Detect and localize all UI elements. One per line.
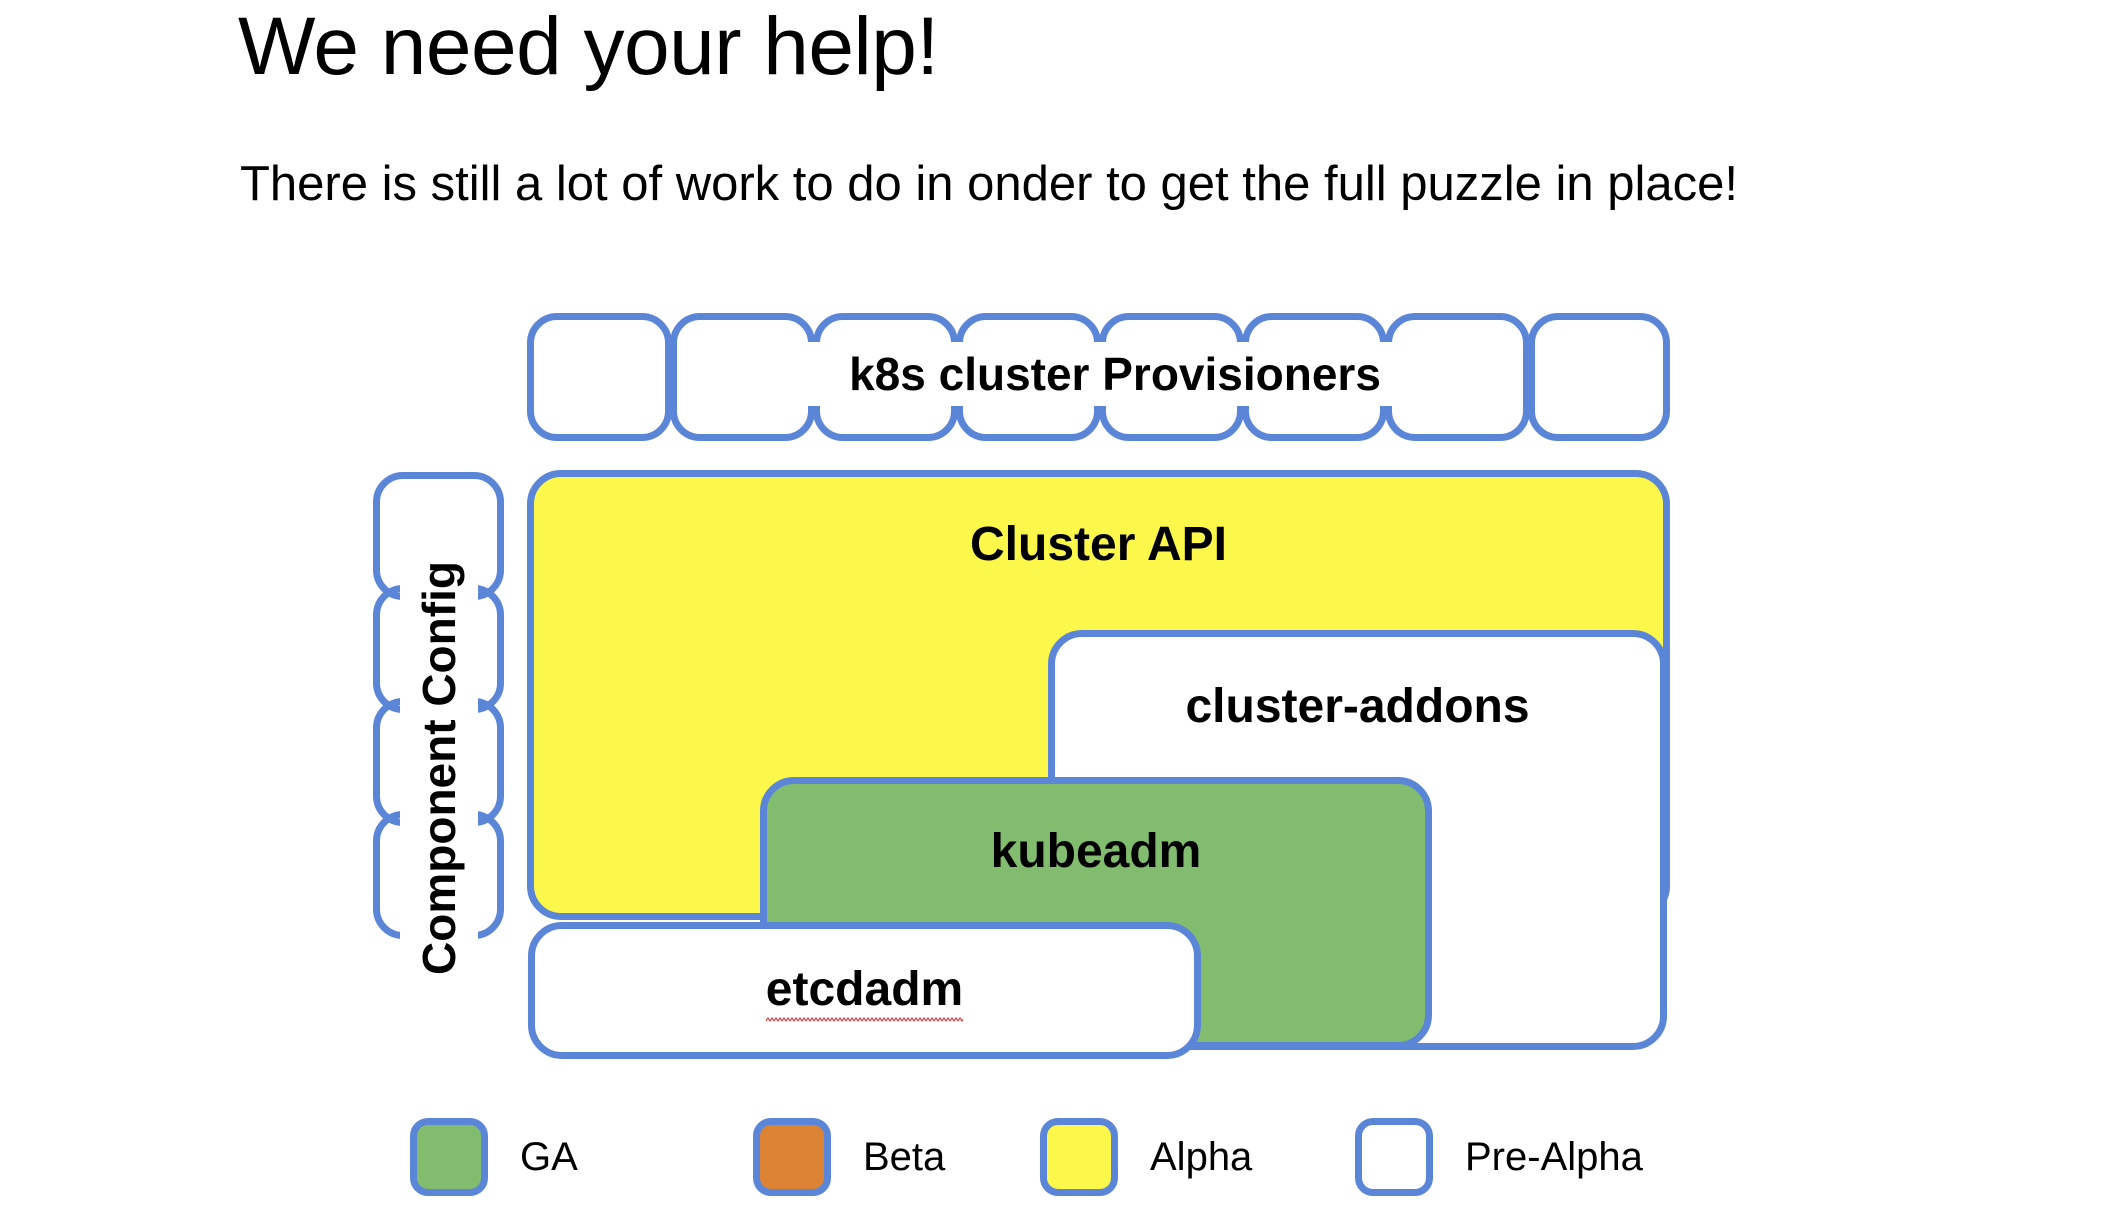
etcdadm-label-wrap: etcdadm bbox=[535, 962, 1194, 1022]
provisioner-box-8 bbox=[1528, 313, 1670, 441]
legend-swatch-beta bbox=[753, 1118, 831, 1196]
etcdadm-label: etcdadm bbox=[765, 962, 964, 1022]
legend-swatch-pre-alpha bbox=[1355, 1118, 1433, 1196]
cluster-addons-label: cluster-addons bbox=[1185, 680, 1530, 733]
legend-swatch-ga bbox=[410, 1118, 488, 1196]
legend-item-ga: GA bbox=[410, 1118, 578, 1196]
component-config-label-band: Component Config bbox=[400, 495, 478, 1040]
legend-item-pre-alpha: Pre-Alpha bbox=[1355, 1118, 1643, 1196]
legend-swatch-alpha bbox=[1040, 1118, 1118, 1196]
legend-label-pre-alpha: Pre-Alpha bbox=[1465, 1134, 1643, 1179]
k8s-cluster-provisioners-label: k8s cluster Provisioners bbox=[730, 342, 1500, 406]
page-subtitle: There is still a lot of work to do in on… bbox=[240, 157, 1739, 211]
cluster-api-label: Cluster API bbox=[970, 518, 1227, 571]
component-config-label: Component Config bbox=[413, 560, 466, 975]
legend-item-beta: Beta bbox=[753, 1118, 945, 1196]
etcdadm-box: etcdadm bbox=[528, 922, 1201, 1059]
page-title: We need your help! bbox=[238, 1, 939, 92]
provisioner-box-1 bbox=[527, 313, 672, 441]
legend-item-alpha: Alpha bbox=[1040, 1118, 1252, 1196]
maturity-legend: GA Beta Alpha Pre-Alpha bbox=[0, 1118, 2126, 1208]
kubeadm-label: kubeadm bbox=[990, 825, 1202, 878]
legend-label-ga: GA bbox=[520, 1134, 578, 1179]
legend-label-beta: Beta bbox=[863, 1134, 946, 1179]
legend-label-alpha: Alpha bbox=[1150, 1134, 1253, 1179]
